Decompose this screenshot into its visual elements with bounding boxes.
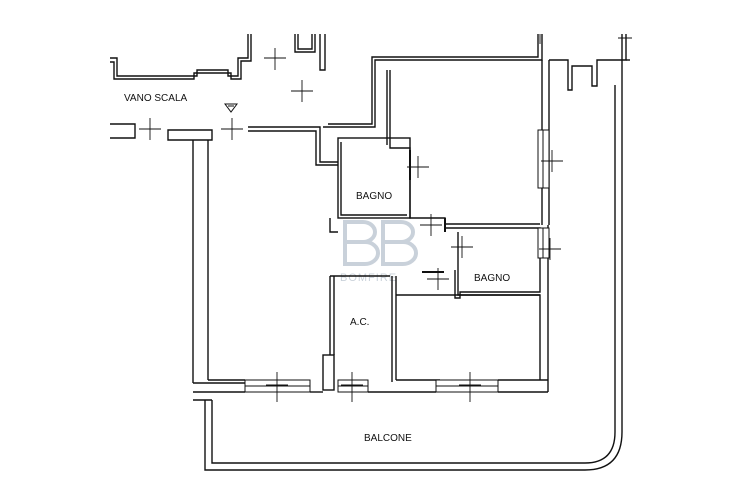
label-bagno-2: BAGNO (474, 273, 510, 284)
wall-upper-outer-b (328, 34, 539, 125)
label-balcone: BALCONE (364, 433, 412, 444)
label-ac: A.C. (350, 317, 369, 328)
wall-landing-right-b (248, 130, 338, 166)
watermark-logo: BOMFIRE (340, 220, 418, 284)
wall-bagno-1 (337, 137, 411, 219)
label-bagno-1: BAGNO (356, 191, 392, 202)
windows (244, 129, 550, 393)
wall-upper-outer (323, 34, 543, 128)
wall-top-right-return (549, 34, 627, 91)
wall-bagno-2-b (457, 232, 540, 296)
watermark-text: BOMFIRE (340, 272, 397, 284)
wall-bagno-1-inner (340, 142, 407, 216)
wall-top-mid (294, 34, 316, 53)
wall-bagno-2 (445, 227, 541, 299)
wall-landing-mid (167, 129, 213, 141)
wall-landing-right (248, 126, 338, 163)
wall-top-stub (319, 34, 326, 71)
door-marks (139, 34, 632, 402)
wall-ac-post (322, 354, 335, 391)
door-posts (409, 150, 446, 273)
walls (110, 34, 630, 471)
wall-top-left-corridor (110, 34, 249, 77)
wall-landing-left (110, 123, 136, 139)
wall-top-left-inner (110, 34, 252, 80)
wall-balcony (204, 34, 623, 471)
wall-bagno-1-stub (329, 218, 338, 233)
watermark-logo-mark (343, 220, 418, 266)
label-vano-scala: VANO SCALA (124, 93, 187, 104)
wall-room-right-inner (389, 70, 540, 225)
wall-balcony-b (211, 85, 616, 464)
entrance-marker-icon (224, 103, 238, 113)
wall-top-mid-b (297, 34, 313, 50)
wall-lower-room (396, 294, 541, 380)
